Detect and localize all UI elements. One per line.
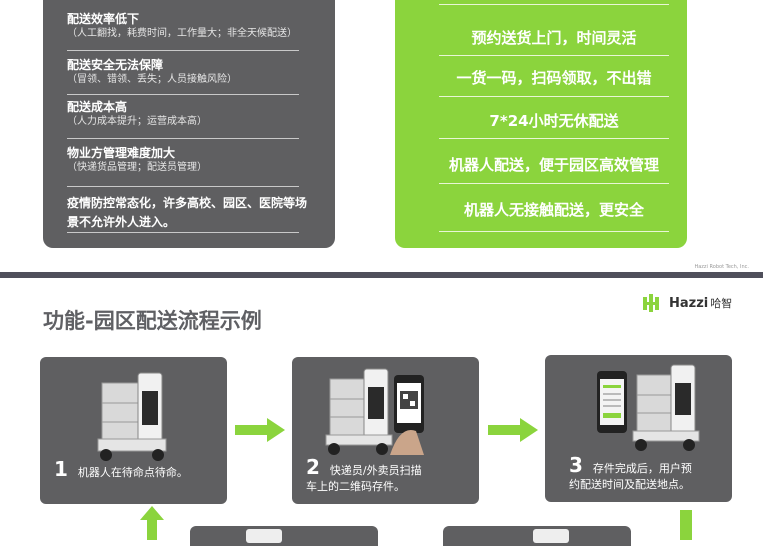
arrow-right-icon [488, 418, 538, 442]
pain-sub: （快递货品管理；配送员管理） [67, 162, 207, 173]
divider-line [67, 94, 299, 95]
pain-item-2: 配送安全无法保障 （冒领、错领、丢失；人员接触风险） [67, 58, 323, 87]
benefit-item: 7*24小时无休配送 [489, 112, 619, 130]
hazzi-logo-icon [643, 294, 659, 312]
step-number: 2 [306, 455, 320, 479]
step-text-line2: 车上的二维码存件。 [306, 480, 405, 493]
pain-item-1: 配送效率低下 （人工翻找，耗费时间，工作量大；非全天候配送） [67, 12, 323, 41]
delivery-robot-image [97, 372, 167, 461]
section-divider [0, 272, 763, 278]
robot-image-partial [533, 529, 569, 543]
section-title: 功能-园区配送流程示例 [43, 309, 262, 333]
pain-title: 配送安全无法保障 [67, 58, 164, 72]
divider-line [67, 138, 299, 139]
divider-line [439, 55, 669, 56]
step-text: 快递员/外卖员扫描 [329, 464, 422, 477]
step-card-2: 2 快递员/外卖员扫描 车上的二维码存件。 [292, 357, 479, 504]
benefit-item: 机器人无接触配送，更安全 [463, 201, 644, 219]
logo-text: Hazzi [669, 295, 709, 311]
benefit-item: 预约送货上门，时间灵活 [471, 29, 637, 47]
pain-title: 疫情防控常态化，许多高校、园区、医院等场景不允许外人进入。 [67, 196, 308, 229]
benefit-item: 一货一码，扫码领取，不出错 [456, 69, 652, 87]
benefits-panel: 预约送货上门，时间灵活 一货一码，扫码领取，不出错 7*24小时无休配送 机器人… [395, 0, 687, 248]
logo-cn-text: 哈智 [710, 297, 733, 310]
pain-sub: （人工翻找，耗费时间，工作量大；非全天候配送） [67, 28, 297, 39]
phone-app-robot-image [597, 364, 700, 451]
divider-line [439, 183, 669, 184]
divider-line [67, 186, 299, 187]
step-text: 机器人在待命点待命。 [77, 466, 188, 479]
brand-logo: Hazzi 哈智 [643, 293, 732, 313]
pain-title: 物业方管理难度加大 [67, 146, 176, 160]
pain-item-5: 疫情防控常态化，许多高校、园区、医院等场景不允许外人进入。 [67, 194, 313, 232]
comparison-section: 配送效率低下 （人工翻找，耗费时间，工作量大；非全天候配送） 配送安全无法保障 … [0, 0, 763, 272]
divider-line [439, 231, 669, 232]
step-card-5-partial [443, 526, 631, 546]
credit-text: Hazzi Robot Tech, Inc. [694, 264, 749, 270]
step-card-3: 3 存件完成后，用户预 约配送时间及配送地点。 [545, 355, 732, 502]
divider-line [67, 50, 299, 51]
step-card-6-partial [190, 526, 378, 546]
step-text-line2: 约配送时间及配送地点。 [569, 478, 690, 491]
pain-item-3: 配送成本高 （人力成本提升；运营成本高） [67, 100, 323, 129]
divider-line [439, 4, 669, 5]
divider-line [67, 232, 299, 233]
divider-line [439, 138, 669, 139]
pain-title: 配送成本高 [67, 100, 128, 114]
robot-qr-scan-image [325, 368, 424, 455]
pain-title: 配送效率低下 [67, 12, 140, 26]
step-text: 存件完成后，用户预 [592, 462, 692, 475]
arrow-right-icon [235, 418, 285, 442]
pain-sub: （冒领、错领、丢失；人员接触风险） [67, 74, 237, 85]
divider-line [439, 96, 669, 97]
step-caption: 2 快递员/外卖员扫描 车上的二维码存件。 [306, 457, 422, 495]
benefit-item: 机器人配送，便于园区高效管理 [448, 156, 659, 174]
arrow-down-stem [680, 510, 692, 540]
pain-sub: （人力成本提升；运营成本高） [67, 116, 207, 127]
robot-image-partial [246, 529, 282, 543]
step-number: 1 [54, 457, 68, 481]
pain-item-4: 物业方管理难度加大 （快递货品管理；配送员管理） [67, 146, 323, 175]
step-caption: 3 存件完成后，用户预 约配送时间及配送地点。 [569, 455, 692, 493]
arrow-up-icon [140, 506, 164, 540]
step-number: 3 [569, 453, 583, 477]
step-card-1: 1 机器人在待命点待命。 [40, 357, 227, 504]
step-caption: 1 机器人在待命点待命。 [54, 459, 188, 481]
pain-points-panel: 配送效率低下 （人工翻找，耗费时间，工作量大；非全天候配送） 配送安全无法保障 … [43, 0, 335, 248]
